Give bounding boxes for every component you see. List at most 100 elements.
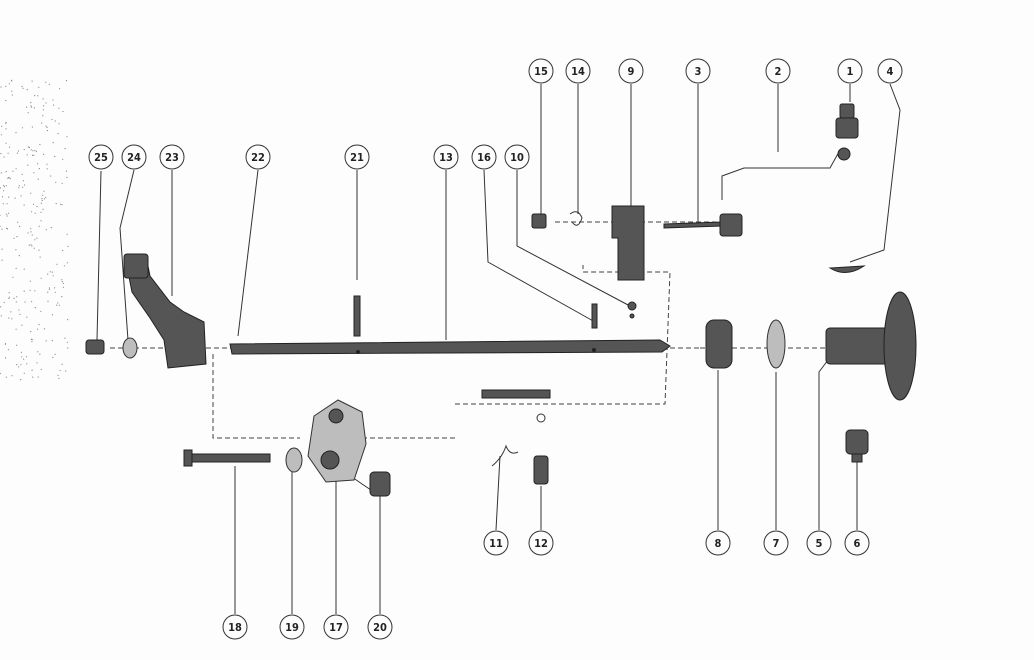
callout-12: 12 [528,530,554,556]
speckle [16,344,18,346]
speckle [66,176,68,179]
speckle [21,85,23,88]
speckle [15,328,17,330]
speckle [52,99,54,101]
callout-label-24: 24 [127,151,141,164]
speckle [36,362,38,364]
speckle [23,204,25,206]
speckle [5,227,8,229]
speckle [47,273,49,275]
speckle [37,376,39,378]
speckle [34,290,36,292]
speckle [30,228,32,230]
speckle [37,328,39,330]
speckle [63,265,65,267]
callout-20: 20 [367,614,393,640]
part-cap-20 [369,471,391,497]
speckle [36,237,38,239]
part-nut-6 [845,429,869,463]
speckle [41,198,43,200]
callout-label-21: 21 [350,151,364,164]
callout-label-4: 4 [887,65,894,78]
part-shaft-13 [229,339,671,355]
speckle [6,215,8,217]
speckle [27,232,29,234]
callout-label-11: 11 [489,537,503,550]
speckle [42,194,44,196]
speckle [45,102,47,104]
speckle [38,225,40,227]
speckle [59,88,61,90]
speckle [8,292,10,294]
speckle [34,95,36,97]
speckle [49,271,51,273]
speckle [43,153,45,155]
speckle [66,136,68,138]
speckle [47,291,49,293]
speckle [45,229,47,231]
speckle [23,372,25,374]
part-bushing-8 [705,319,733,369]
speckle [55,181,57,183]
speckle [56,263,58,265]
speckle [32,203,35,205]
scan-noise [0,79,69,381]
callout-label-14: 14 [571,65,585,78]
speckle [57,302,59,304]
speckle [43,328,46,330]
speckle [54,287,56,289]
speckle [62,158,64,160]
speckle [18,309,20,311]
speckle [55,203,57,205]
part-washer-24 [122,337,138,359]
speckle [11,318,13,320]
part-washer-7 [766,319,786,369]
speckle [11,94,13,96]
speckle [9,178,11,180]
speckle [61,363,63,365]
speckle [24,301,26,303]
speckle [66,262,68,264]
speckle [23,268,25,270]
part-cap-4 [828,265,866,273]
speckle [28,146,30,149]
speckle [16,296,18,298]
speckle [42,98,44,100]
speckle [27,112,29,114]
speckle [30,105,32,107]
speckle [51,271,53,273]
callout-25: 25 [88,144,114,170]
speckle [52,275,54,277]
part-crank-2 [721,149,841,200]
speckle [10,311,12,313]
speckle [13,297,15,299]
speckle [65,80,68,82]
speckle [30,106,33,108]
callout-1: 1 [837,58,863,84]
callout-label-12: 12 [534,537,548,550]
speckle [14,197,16,199]
speckle [8,83,10,85]
callout-label-8: 8 [715,537,722,550]
speckle [34,239,36,241]
speckle [3,184,5,187]
speckle [5,185,7,187]
speckle [67,319,69,321]
callout-10: 10 [504,144,530,170]
part-block-9 [611,205,645,281]
speckle [3,301,5,304]
speckle [5,357,7,359]
callout-label-6: 6 [854,537,861,550]
speckle [4,343,6,345]
speckle [42,109,45,111]
part-pin-16 [591,303,598,329]
callout-17: 17 [323,614,349,640]
callout-label-10: 10 [510,151,524,164]
speckle [20,195,22,197]
speckle [37,351,39,353]
speckle [34,149,36,152]
speckle [31,339,33,341]
speckle [64,337,66,339]
